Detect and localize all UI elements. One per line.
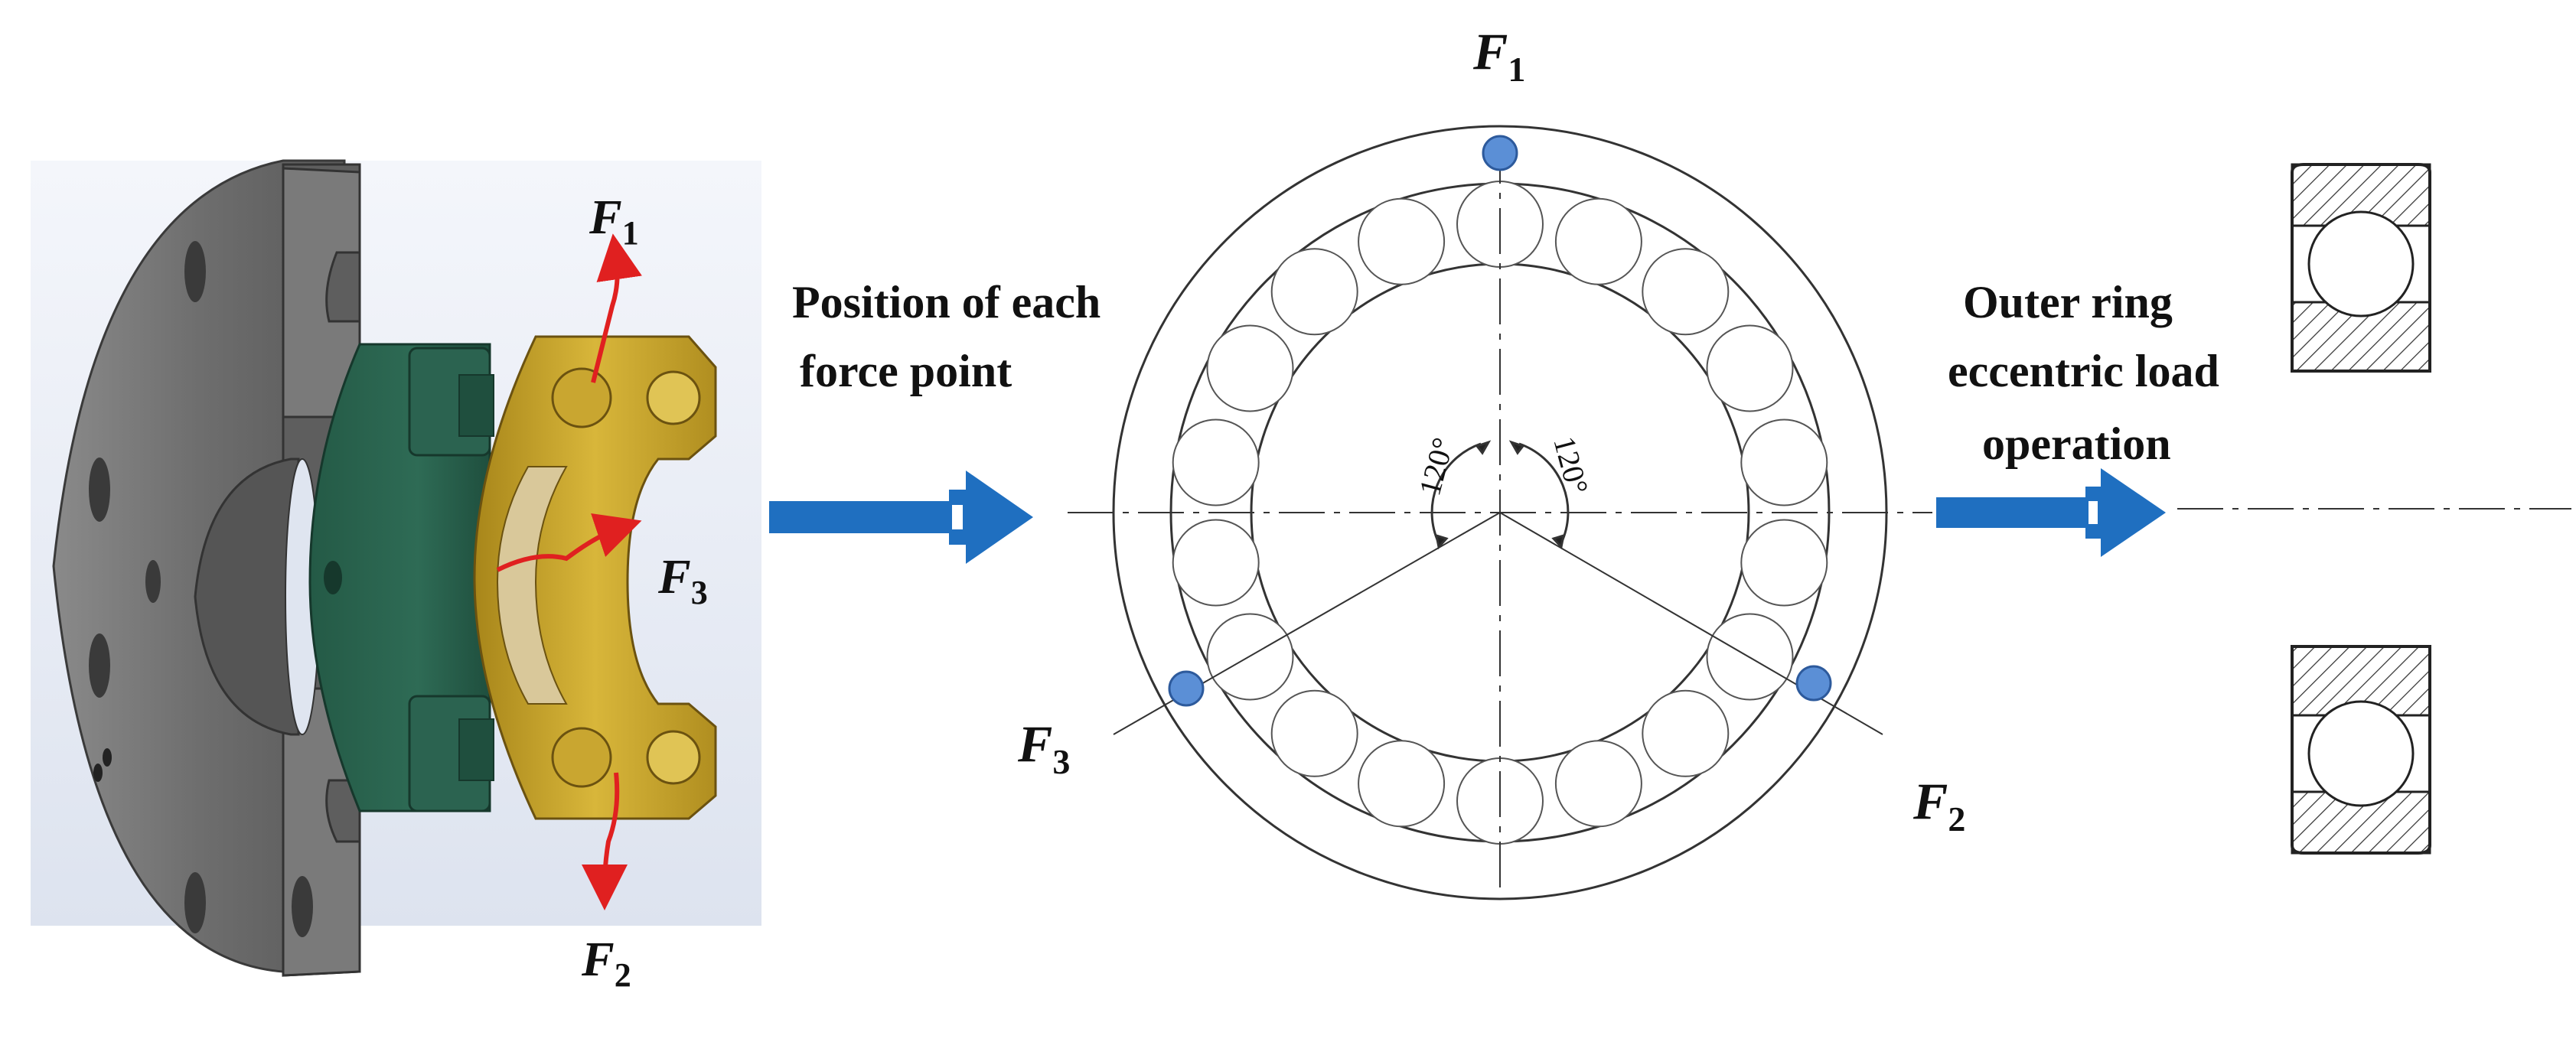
- force-arrow-f2: [582, 772, 628, 910]
- schematic-label-f2: F2: [1912, 772, 1965, 838]
- rolling-ball: [1554, 197, 1642, 285]
- caption-eccentric-line2: eccentric load: [1948, 346, 2219, 396]
- rolling-ball: [1358, 197, 1446, 285]
- schematic-label-f3: F3: [1017, 715, 1070, 781]
- caption-eccentric-line1: Outer ring: [1963, 277, 2173, 327]
- flange-disc: [52, 159, 361, 977]
- force-point-f3: [1168, 670, 1205, 707]
- cad-label-f3: F3: [657, 549, 708, 611]
- rolling-ball: [1172, 519, 1260, 607]
- cad-label-f1: F1: [589, 190, 639, 252]
- rolling-ball: [1358, 740, 1446, 828]
- caption-force-points-line2: force point: [800, 346, 1012, 396]
- rolling-ball: [1172, 418, 1260, 506]
- rolling-ball: [1206, 324, 1294, 412]
- angle-label-right: 120°: [1547, 433, 1595, 498]
- angle-arc-left: [1430, 442, 1482, 544]
- rolling-ball: [1642, 689, 1730, 777]
- cad-force-arrows: [496, 233, 642, 910]
- force-arrow-f1: [591, 233, 642, 383]
- cad-model-panel: F1 F3 F2: [31, 159, 761, 994]
- schematic-label-f1: F1: [1472, 22, 1525, 89]
- lower-ball: [2307, 700, 2415, 807]
- rolling-ball: [1740, 519, 1828, 607]
- upper-ball: [2307, 210, 2415, 317]
- angle-label-left: 120°: [1412, 434, 1460, 499]
- bearing-assembly: [473, 335, 717, 820]
- rolling-ball: [1270, 248, 1358, 336]
- transition-arrow-2: [1936, 468, 2166, 557]
- rolling-ball: [1740, 418, 1828, 506]
- caption-eccentric-line3: operation: [1982, 418, 2171, 469]
- force-arrow-f3: [496, 513, 642, 572]
- bearing-seat: [308, 343, 494, 812]
- bearing-cross-section: [2177, 163, 2571, 855]
- angle-arc-right: [1518, 442, 1570, 544]
- force-points: [1168, 135, 1832, 707]
- rolling-elements: [1172, 181, 1828, 845]
- cad-label-f2: F2: [581, 932, 631, 994]
- rolling-ball: [1270, 689, 1358, 777]
- force-point-f2: [1795, 665, 1832, 702]
- caption-force-points-line1: Position of each: [792, 277, 1101, 327]
- force-point-f1: [1482, 135, 1518, 171]
- bearing-schematic: [1068, 125, 1932, 900]
- rolling-ball: [1554, 740, 1642, 828]
- rolling-ball: [1642, 248, 1730, 336]
- transition-arrow-1: [769, 471, 1033, 564]
- rolling-ball: [1706, 324, 1794, 412]
